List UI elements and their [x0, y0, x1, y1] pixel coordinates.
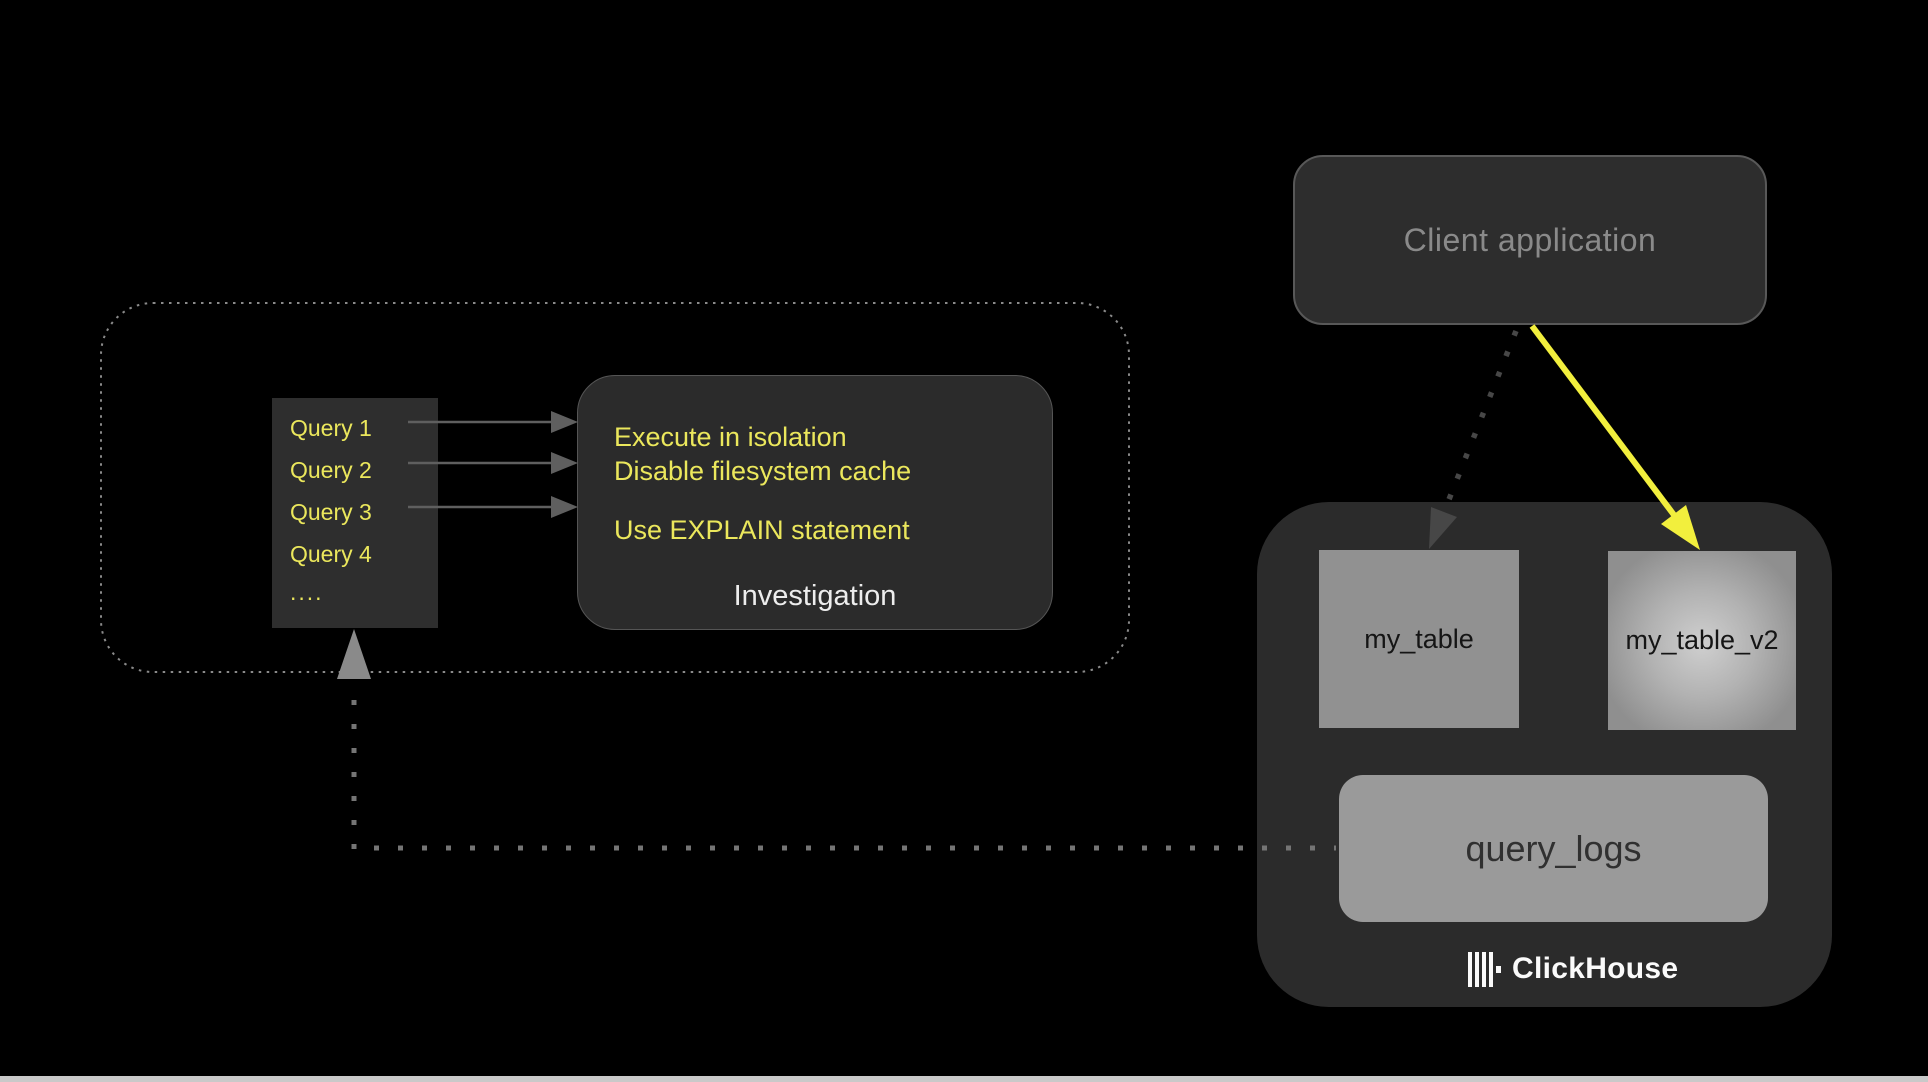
clickhouse-container: my_table my_table_v2 query_logs ClickHou… — [1257, 502, 1832, 1007]
query-item: Query 2 — [290, 457, 372, 483]
tip-disable-filesystem-cache: Disable filesystem cache — [614, 456, 912, 486]
clickhouse-brand: ClickHouse — [1468, 949, 1678, 989]
query-logs-feedback-path — [351, 700, 1336, 852]
client-to-my-table-dotted-line — [1441, 329, 1519, 514]
query-item-ellipsis: .... — [290, 579, 324, 605]
tip-execute-in-isolation: Execute in isolation — [614, 422, 847, 452]
query-item: Query 4 — [290, 541, 372, 567]
query-item: Query 3 — [290, 499, 372, 525]
query-list-box: Query 1 Query 2 Query 3 Query 4 .... — [272, 398, 438, 628]
query-item: Query 1 — [290, 415, 372, 441]
client-application-box: Client application — [1293, 155, 1767, 325]
client-to-my-table-v2-arrow-line — [1529, 324, 1677, 517]
investigation-caption: Investigation — [733, 580, 897, 612]
feedback-arrowhead — [337, 629, 371, 679]
clickhouse-brand-label: ClickHouse — [1512, 952, 1679, 985]
my-table-v2-label: my_table_v2 — [1625, 625, 1779, 655]
query-logs-label: query_logs — [1465, 827, 1642, 869]
investigation-box: Execute in isolation Disable filesystem … — [577, 375, 1053, 630]
clickhouse-logo-icon — [1468, 951, 1501, 987]
my-table-box: my_table — [1319, 550, 1519, 728]
screen-bottom-strip — [0, 1076, 1928, 1082]
query-logs-box: query_logs — [1339, 775, 1768, 922]
my-table-label: my_table — [1364, 623, 1474, 654]
my-table-v2-box: my_table_v2 — [1608, 551, 1796, 730]
tip-use-explain-statement: Use EXPLAIN statement — [614, 515, 910, 545]
client-application-label: Client application — [1403, 221, 1657, 258]
